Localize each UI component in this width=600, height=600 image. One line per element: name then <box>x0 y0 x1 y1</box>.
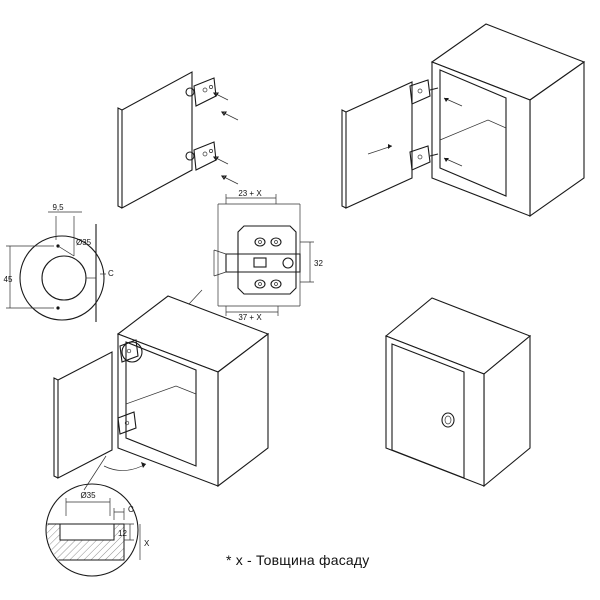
dim-c-top: C <box>108 269 114 278</box>
cabinet-step3 <box>53 295 270 491</box>
door-panel <box>121 71 193 209</box>
door-edge <box>117 107 123 209</box>
cabinet-front-3 <box>117 333 219 487</box>
hinge-plate-detail: 23 + X 37 + X 32 <box>149 189 323 347</box>
hinge-arm <box>225 253 301 273</box>
cabinet-opening <box>439 69 507 197</box>
dim-32: 32 <box>314 259 323 268</box>
dim-d35-bottom: Ø35 <box>80 491 96 500</box>
cup-hole <box>41 255 87 301</box>
open-door <box>57 351 113 479</box>
dim-12: 12 <box>118 529 127 538</box>
hinge-upper-2 <box>409 79 439 105</box>
mounting-plate <box>237 225 297 295</box>
dim-37-x: 37 + X <box>238 313 262 322</box>
dim-23-x: 23 + X <box>238 189 262 198</box>
screw-arrows <box>212 92 239 185</box>
door-panel-2 <box>345 81 413 209</box>
cabinet-shelf <box>439 119 507 141</box>
hinge-lower-2 <box>409 145 439 171</box>
dim-45: 45 <box>4 275 13 284</box>
cabinet-front-4 <box>385 335 485 487</box>
cabinet-closed <box>384 297 532 488</box>
detail-circle <box>19 235 105 321</box>
open-swing-arrow <box>103 463 147 471</box>
detail-frame <box>217 203 301 307</box>
door-knob <box>441 412 455 428</box>
door-with-hinges-step1 <box>117 71 239 209</box>
dim-x: X <box>144 539 150 548</box>
section-circle <box>45 483 139 577</box>
dim-c-bottom: C <box>128 505 134 514</box>
dim-d35-top: Ø35 <box>76 238 92 247</box>
section-detail: Ø35 C 12 X <box>45 483 150 577</box>
closed-door <box>391 343 465 479</box>
hinge-lower-3 <box>117 411 137 435</box>
cabinet-step2 <box>341 23 586 218</box>
caption-note: * x - Товщина фасаду <box>226 552 370 568</box>
dim-9-5: 9,5 <box>52 203 64 212</box>
mount-arrows <box>367 97 463 167</box>
cup-hole-detail: 9,5 45 Ø35 C <box>4 203 114 322</box>
